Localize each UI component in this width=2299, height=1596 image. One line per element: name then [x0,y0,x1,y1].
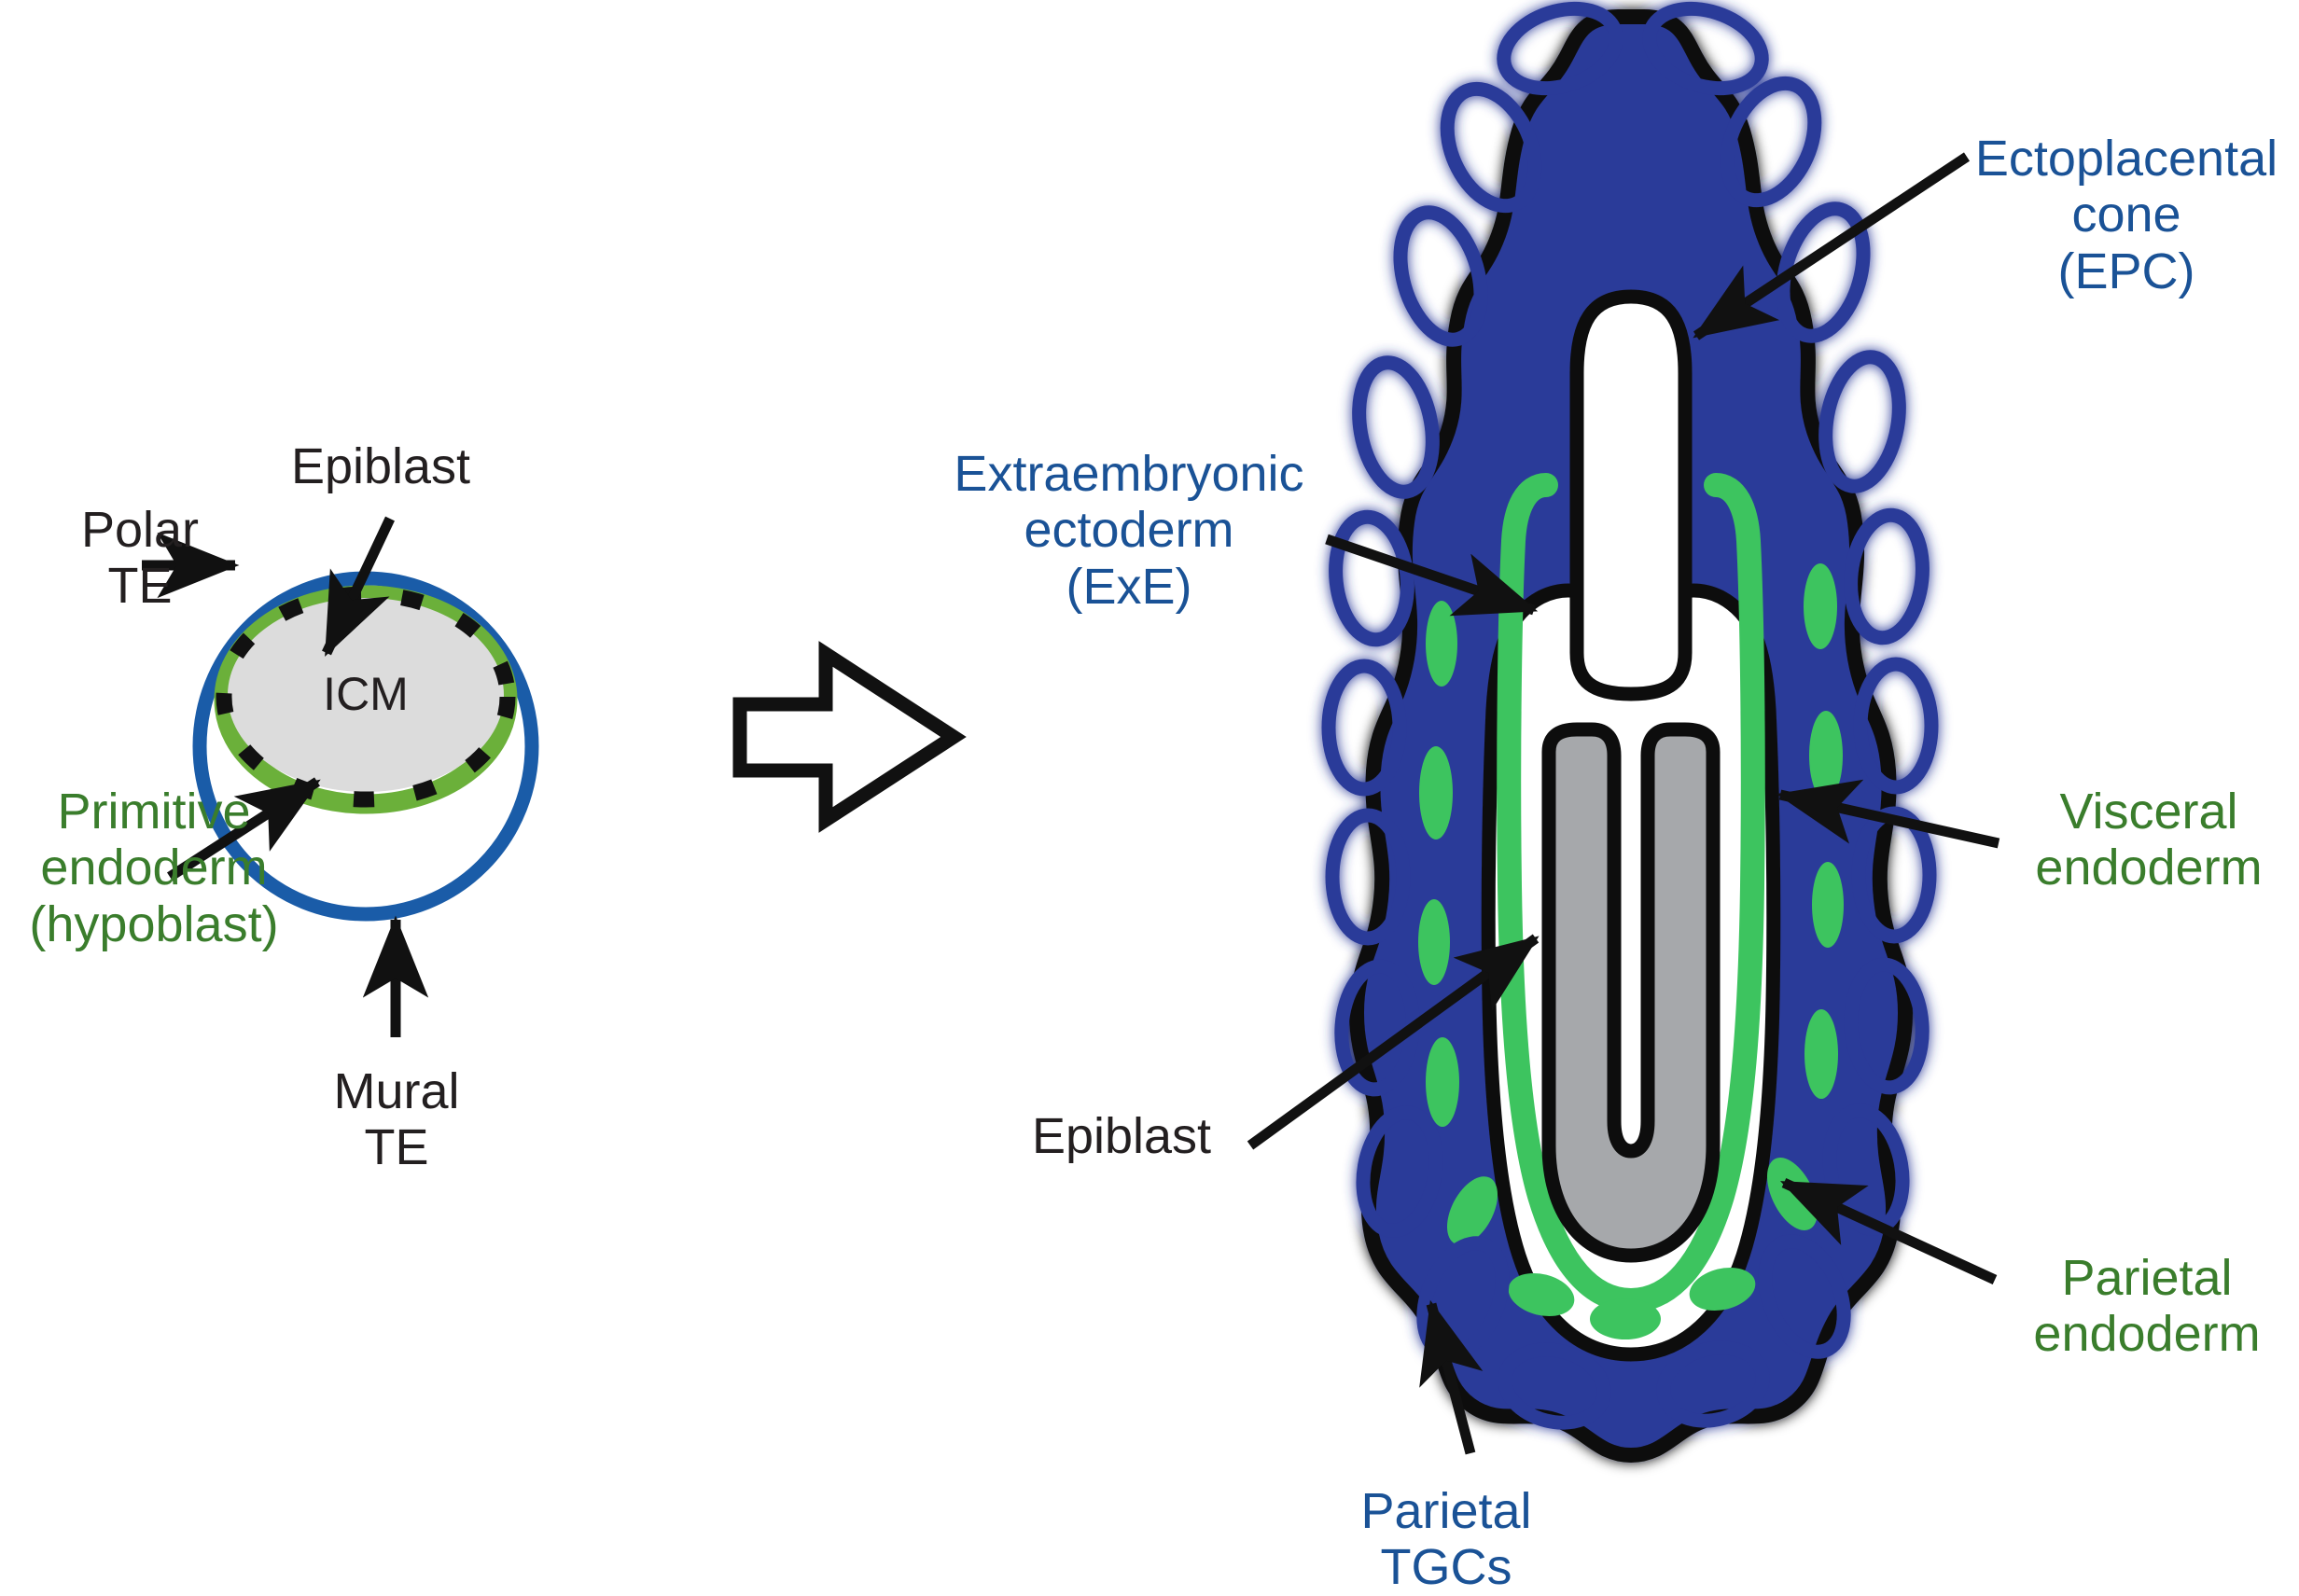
epiblast-left-leader [322,516,395,657]
conceptus-group [1321,1,1939,1464]
primitive-endoderm-leader [167,777,321,881]
exe-leader [1325,534,1539,617]
blastocyst-group [142,516,539,1037]
parietal-endoderm-leader [1780,1178,1998,1284]
epiblast-right-leader [1247,934,1540,1150]
parietal-tgcs-leader [1419,1299,1484,1455]
epc-leader [1693,152,1971,340]
icm-oval [228,598,504,792]
transition-arrow [732,641,967,833]
parietal-endoderm-dashes-left [1418,601,1661,1339]
conceptus-leaders [1247,152,2000,1455]
label-icm: ICM [323,668,409,720]
epiblast-dashed-boundary [216,586,516,808]
exe-core [1569,289,1693,701]
label-epiblast-right: Epiblast [1031,1108,1212,1164]
visceral-endoderm-leader [1776,779,2000,849]
label-epiblast-left: Epiblast [290,438,471,494]
parietal-endoderm-dashes-right [1689,563,1844,1311]
parietal-tgc-cells [1321,1,1939,1430]
epiblast-cup [1541,722,1721,1263]
